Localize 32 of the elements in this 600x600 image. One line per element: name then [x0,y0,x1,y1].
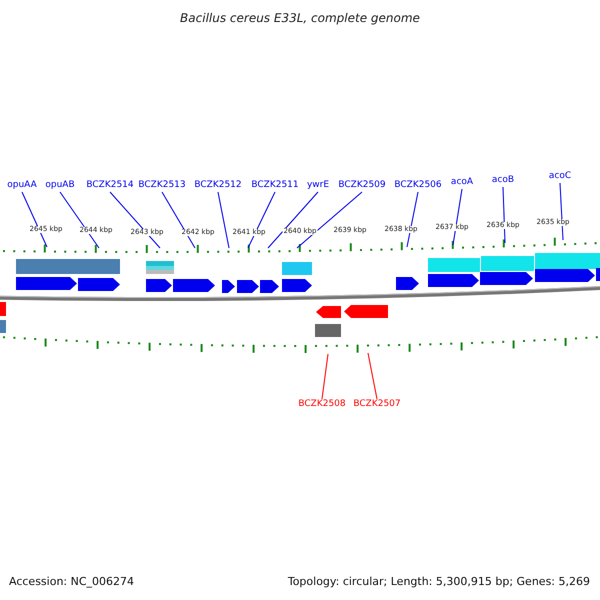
gene-label: BCZK2513 [138,181,186,190]
gene-label: BCZK2508 [298,400,346,409]
gene-label: opuAA [7,181,37,190]
map-title: Bacillus cereus E33L, complete genome [179,12,421,24]
leader-line [268,192,318,248]
leader-line [162,192,196,248]
gene-label: acoB [492,176,514,185]
gene-label: BCZK2506 [394,181,442,190]
leader-line [452,188,462,246]
genome-map-drawing [0,238,600,353]
leader-line [60,192,100,248]
leader-line [296,192,362,248]
gene-label: opuAB [45,181,75,190]
genome-info-text: Topology: circular; Length: 5,300,915 bp; Genes: 5,269 [288,576,590,587]
gene-label: ywrE [306,181,330,190]
leader-line [368,352,378,400]
accession-text: Accession: NC_006274 [9,576,134,587]
leader-line [22,192,48,248]
gene-label: BCZK2509 [338,181,386,190]
leader-line [322,354,328,400]
leader-line [406,192,418,248]
gene-label: BCZK2514 [86,181,134,190]
leader-line [560,182,564,240]
gene-label: BCZK2507 [353,400,401,409]
gene-label: acoA [450,178,474,187]
gene-label: acoC [548,172,572,181]
leader-line [110,192,160,248]
gene-label: BCZK2511 [251,181,299,190]
leader-line [248,192,276,248]
leader-line [218,192,230,248]
gene-label: BCZK2512 [194,181,242,190]
leader-line [502,186,506,244]
